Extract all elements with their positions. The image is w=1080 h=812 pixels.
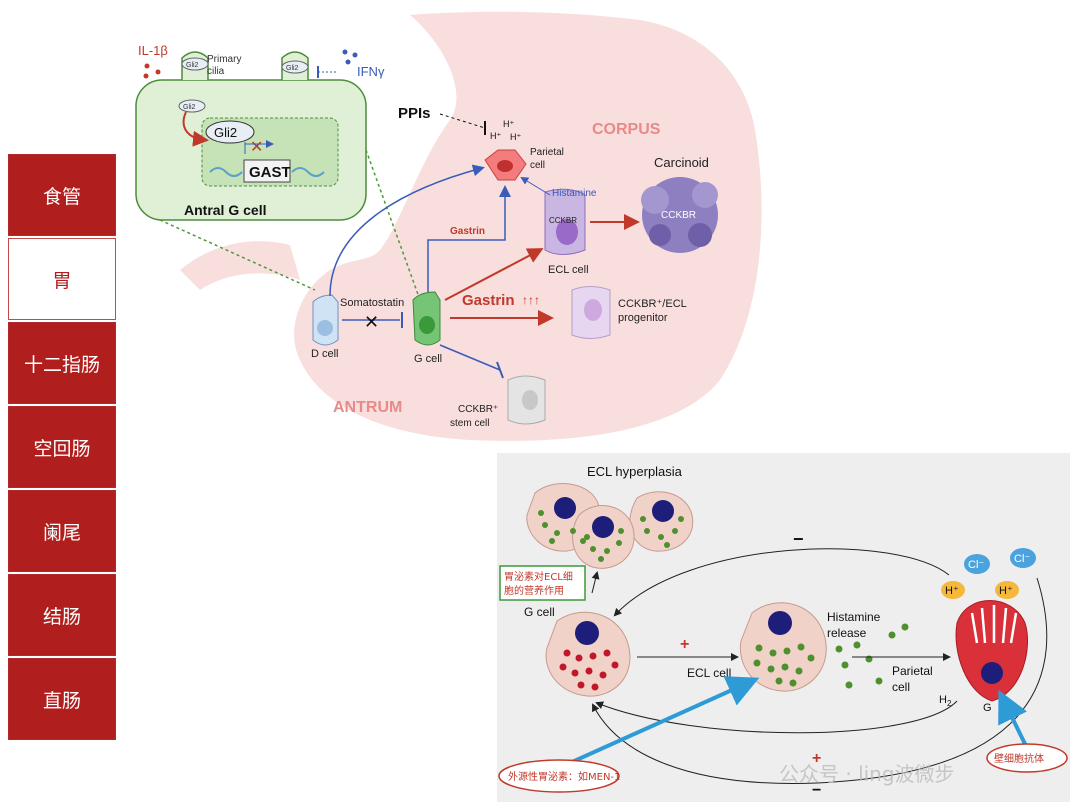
trophic-note-box	[499, 565, 586, 601]
ecl-cell-label: ECL cell	[548, 264, 589, 276]
svg-text:Gli2: Gli2	[183, 104, 196, 111]
il1b-label: IL-1β	[138, 43, 168, 58]
sidebar-item-colon[interactable]: 结肠	[8, 574, 116, 656]
gli2-label: Gli2	[214, 125, 237, 140]
svg-text:H⁺: H⁺	[510, 132, 521, 142]
sidebar-nav: 食管 胃 十二指肠 空回肠 阑尾 结肠 直肠	[8, 154, 116, 742]
gastrin-small-label: Gastrin	[450, 226, 485, 237]
svg-text:✕: ✕	[250, 139, 263, 156]
d-cell-label: D cell	[311, 348, 339, 360]
gastrin-large-label: Gastrin	[462, 292, 515, 309]
parietal-cell-bottom-label-2: cell	[892, 680, 910, 694]
progenitor-label-1: CCKBR⁺/ECL	[618, 298, 687, 310]
stomach-shape	[294, 11, 762, 441]
svg-text:↑↑↑: ↑↑↑	[522, 293, 540, 307]
sidebar-item-rectum[interactable]: 直肠	[8, 658, 116, 740]
exogenous-gastrin-oval	[498, 759, 620, 793]
ifng-label: IFNγ	[357, 64, 385, 79]
corpus-label: CORPUS	[592, 121, 661, 138]
sidebar-item-esophagus[interactable]: 食管	[8, 154, 116, 236]
stem-cell-label-2: stem cell	[450, 418, 489, 429]
g-cell-label: G cell	[414, 353, 442, 365]
ecl-cckbr-label: CCKBR	[549, 216, 577, 225]
antibody-oval	[986, 743, 1068, 773]
histamine-label: Histamine	[552, 188, 597, 199]
sidebar-item-appendix[interactable]: 阑尾	[8, 490, 116, 572]
d-cell	[312, 294, 339, 346]
histamine-release-label-2: release	[827, 626, 867, 640]
sidebar-item-duodenum[interactable]: 十二指肠	[8, 322, 116, 404]
stem-cell-label-1: CCKBR⁺	[458, 404, 498, 415]
svg-text:H⁺: H⁺	[999, 585, 1013, 597]
exogenous-gastrin-label: 外源性胃泌素：如MEN-1	[508, 770, 620, 783]
primary-cilia-label-2: cilia	[207, 66, 225, 77]
svg-text:Gli2: Gli2	[286, 65, 299, 72]
svg-text:胃泌素对ECL细: 胃泌素对ECL细	[504, 570, 573, 583]
parietal-cell-bottom-label-1: Parietal	[892, 664, 933, 678]
ecl-cluster	[526, 483, 694, 569]
carcinoid-label: Carcinoid	[654, 155, 709, 170]
svg-text:Cl⁻: Cl⁻	[1014, 553, 1030, 565]
antibody-label: 壁细胞抗体	[994, 752, 1044, 765]
svg-text:Cl⁻: Cl⁻	[968, 559, 984, 571]
antral-g-cell-label: Antral G cell	[184, 202, 266, 218]
gastrin-regulation-diagram: IL-1β Primary cilia Gli2 Gli2 Gli2 IFNγ …	[135, 11, 762, 441]
ecl-cell-bottom-label: ECL cell	[687, 666, 731, 680]
antrum-label: ANTRUM	[333, 399, 402, 416]
ecl-hyperplasia-diagram: ECL hyperplasia 胃泌素对ECL细 胞的营养作用 G cell +…	[497, 453, 1070, 802]
sidebar-item-stomach[interactable]: 胃	[8, 238, 116, 320]
progenitor-label-2: progenitor	[618, 312, 668, 324]
histamine-release-label-1: Histamine	[827, 610, 881, 624]
svg-text:H⁺: H⁺	[503, 119, 514, 129]
h2-label: H2	[939, 694, 952, 708]
parietal-cell-label-2: cell	[530, 160, 545, 171]
carcinoid-cckbr-label: CCKBR	[661, 210, 696, 221]
somatostatin-label: Somatostatin	[340, 297, 404, 309]
parietal-cell-label-1: Parietal	[530, 147, 564, 158]
svg-text:Gli2: Gli2	[186, 62, 199, 69]
svg-text:✕: ✕	[364, 312, 379, 332]
sidebar-item-jejunoileum[interactable]: 空回肠	[8, 406, 116, 488]
svg-text:H⁺: H⁺	[945, 585, 959, 597]
plus-sign-1: +	[680, 636, 689, 653]
stomach-inner-fold	[180, 241, 300, 290]
primary-cilia-label-1: Primary	[207, 54, 241, 65]
minus-sign-2: −	[812, 782, 821, 799]
svg-text:胞的营养作用: 胞的营养作用	[504, 584, 564, 597]
ecl-hyperplasia-label: ECL hyperplasia	[587, 464, 683, 479]
ecl-cell-bottom	[739, 602, 827, 692]
ppis-label: PPIs	[398, 105, 431, 122]
g-cell-bottom	[545, 611, 631, 697]
g-cell-label: G cell	[524, 605, 555, 619]
gast-label: GAST	[249, 164, 291, 181]
plus-sign-2: +	[812, 750, 821, 767]
watermark: 公众号 · ling波微步	[779, 762, 955, 786]
g-receptor-label: G	[983, 702, 992, 714]
svg-text:H⁺: H⁺	[490, 131, 501, 141]
minus-sign-1: −	[793, 529, 804, 549]
